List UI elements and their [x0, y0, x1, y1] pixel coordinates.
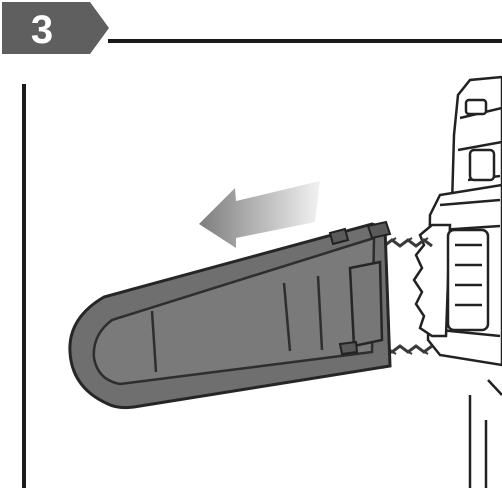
illustration-frame	[22, 39, 502, 488]
chainsaw-body	[412, 75, 502, 488]
step-number: 3	[31, 8, 53, 52]
step-badge: 3	[2, 2, 109, 54]
slide-off-arrow-icon	[199, 181, 320, 248]
guide-bar-cover	[68, 220, 392, 410]
